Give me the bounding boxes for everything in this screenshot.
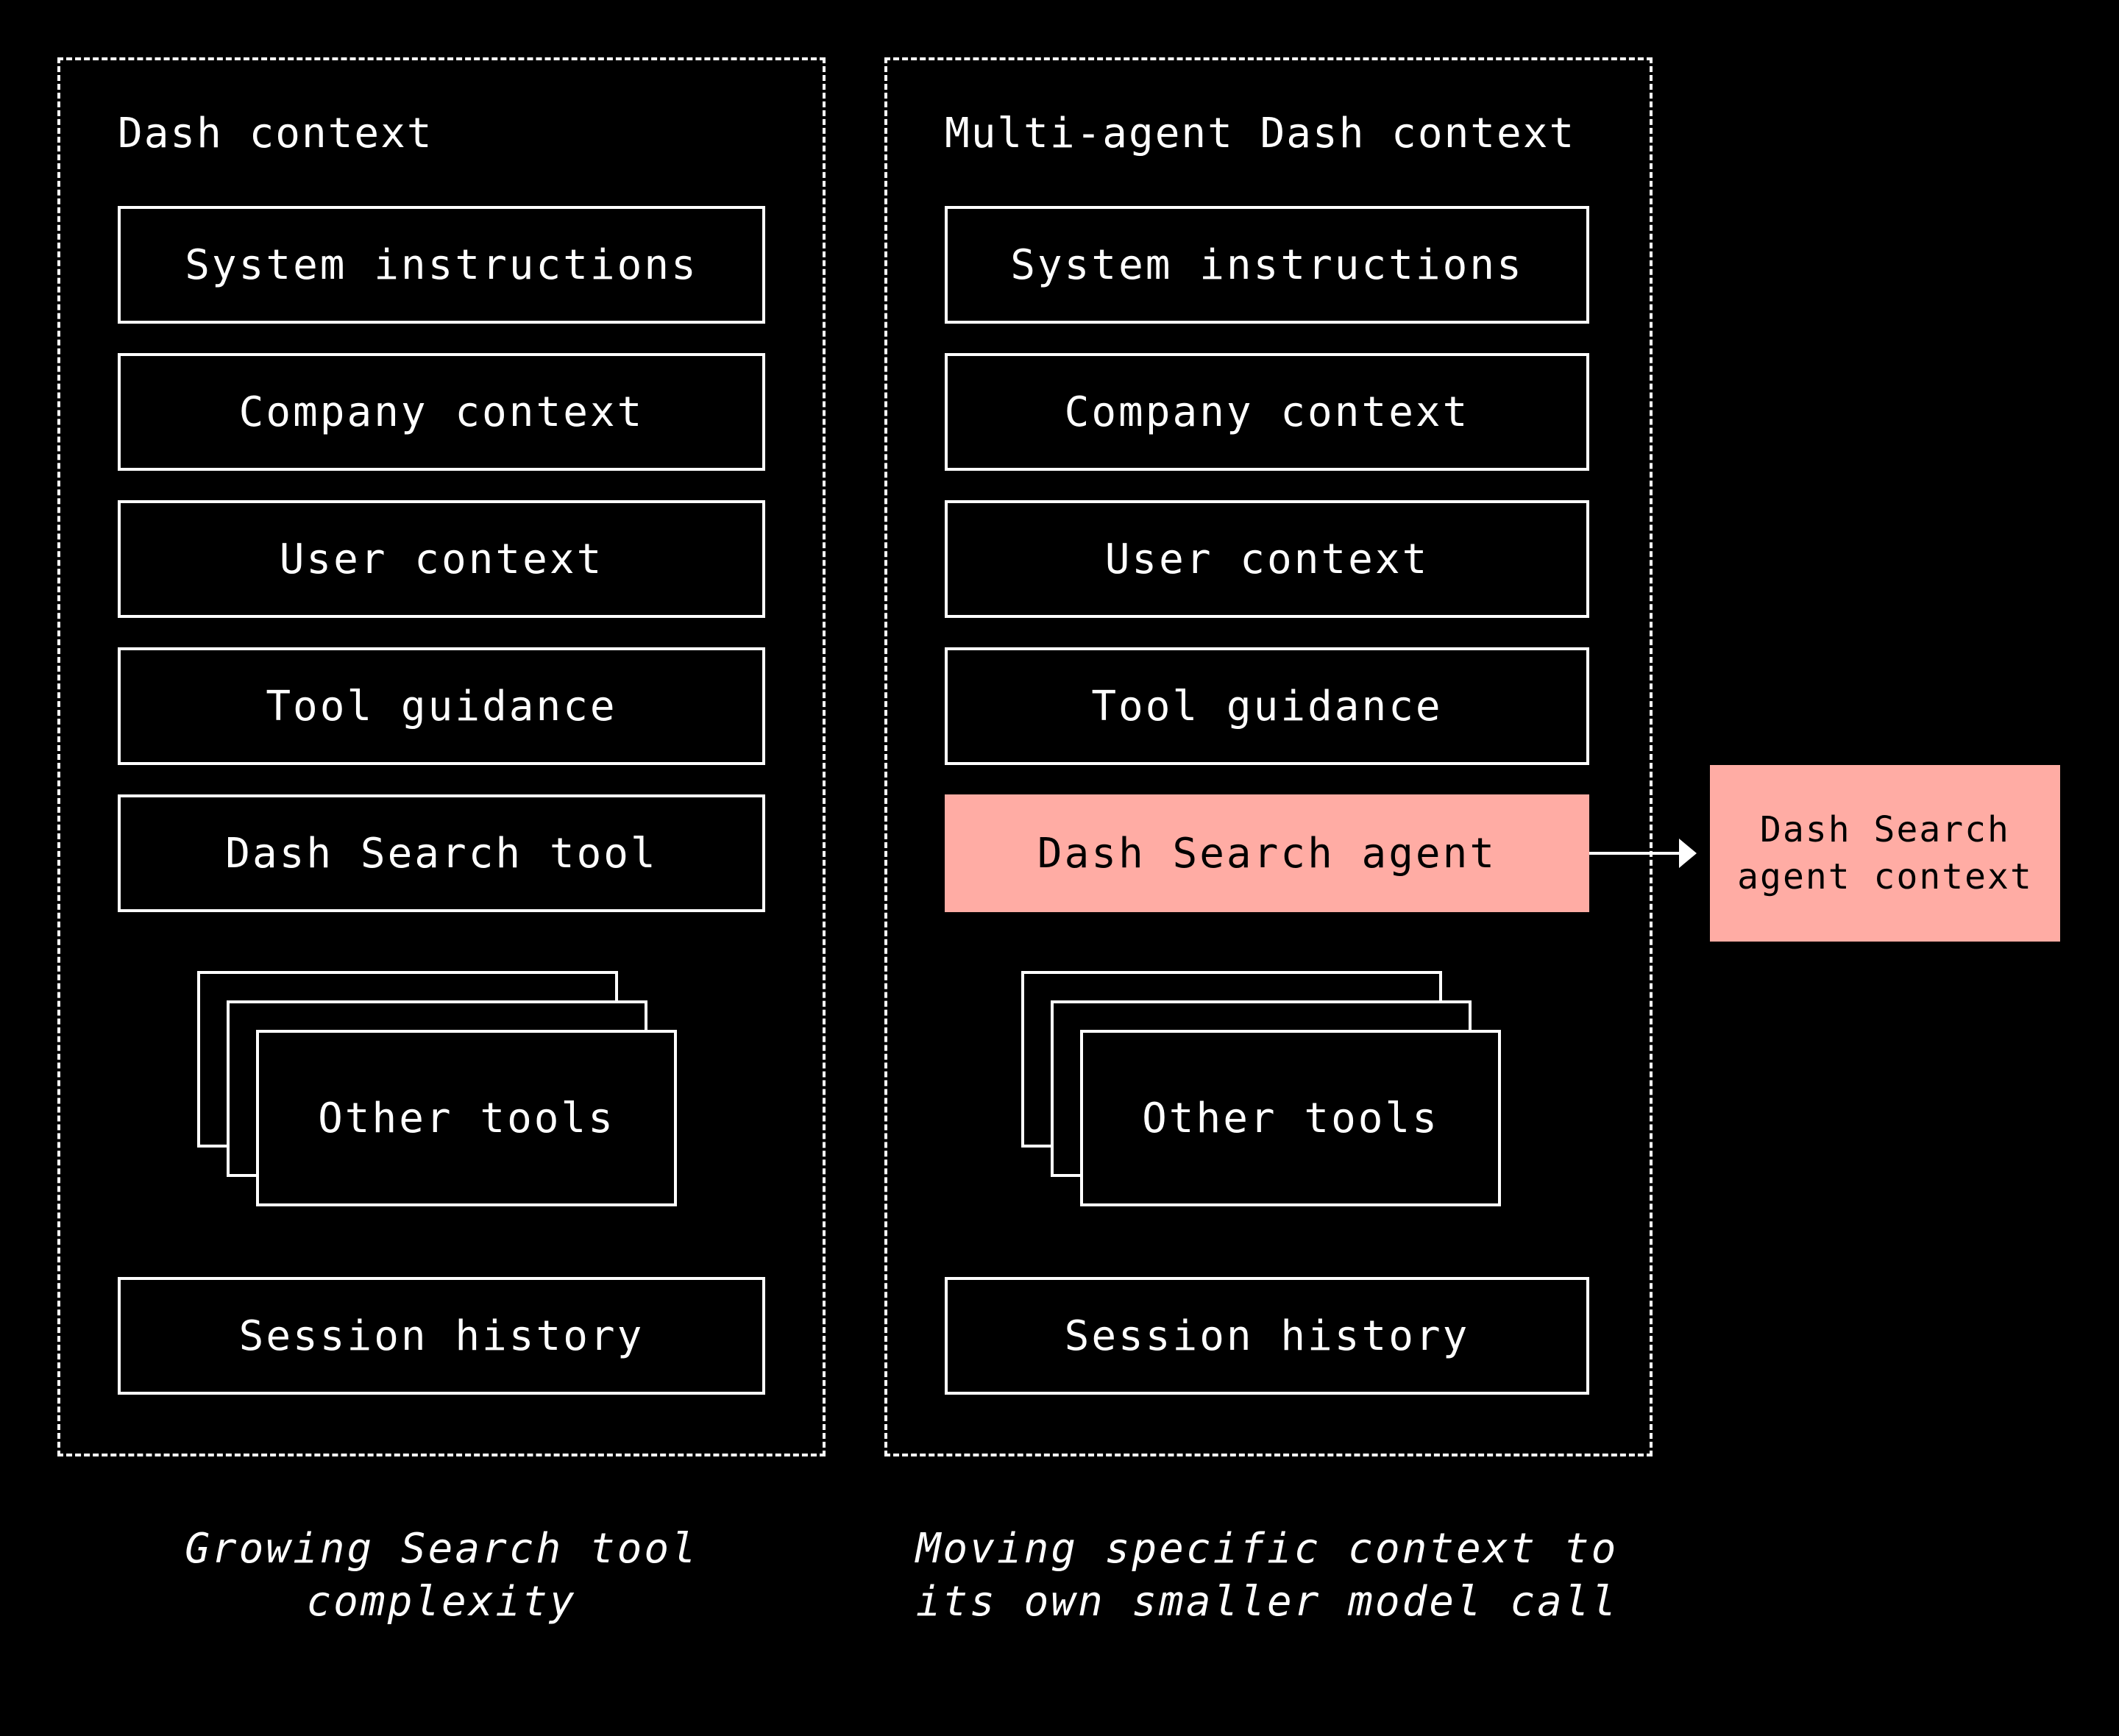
left-session-history-box: Session history [118,1277,765,1395]
right-other-tools-card: Other tools [1080,1030,1501,1206]
right-user-context-box: User context [945,500,1589,618]
left-company-context-box: Company context [118,353,765,471]
left-user-context-box: User context [118,500,765,618]
right-company-context-box: Company context [945,353,1589,471]
right-caption: Moving specific context to its own small… [912,1523,1622,1629]
arrow-head [1679,839,1697,868]
left-dash-search-tool-box: Dash Search tool [118,794,765,912]
right-context-panel [884,57,1653,1456]
left-tool-guidance-box: Tool guidance [118,647,765,765]
right-caption-line1: Moving specific context to [915,1525,1619,1573]
left-panel-title: Dash context [118,110,433,157]
left-system-instructions-box: System instructions [118,206,765,324]
side-box-line2: agent context [1737,856,2033,897]
left-context-panel [57,57,826,1456]
left-caption: Growing Search tool complexity [118,1523,765,1629]
side-box-line1: Dash Search [1760,809,2010,850]
arrow-connector [1589,839,1697,868]
right-dash-search-agent-box: Dash Search agent [945,794,1589,912]
right-system-instructions-box: System instructions [945,206,1589,324]
left-other-tools-card: Other tools [256,1030,677,1206]
right-panel-title: Multi-agent Dash context [945,110,1576,157]
right-caption-line2: its own smaller model call [915,1578,1619,1626]
dash-search-agent-context-box: Dash Search agent context [1710,765,2060,942]
left-caption-line1: Growing Search tool [185,1525,698,1573]
right-session-history-box: Session history [945,1277,1589,1395]
left-caption-line2: complexity [306,1578,577,1626]
right-tool-guidance-box: Tool guidance [945,647,1589,765]
